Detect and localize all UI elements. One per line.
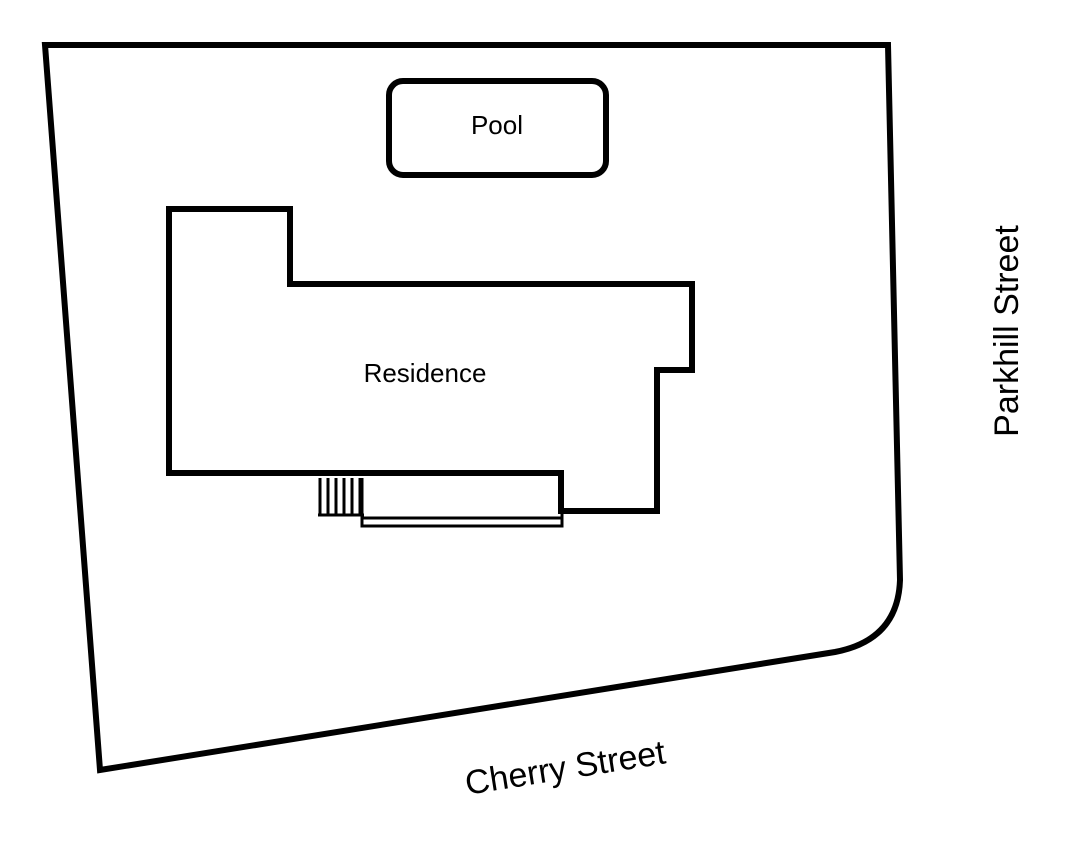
residence-outline bbox=[166, 206, 695, 514]
pool-outline bbox=[386, 78, 609, 178]
property-boundary bbox=[41, 42, 904, 774]
cherry-street-label: Cherry Street bbox=[462, 733, 668, 802]
parkhill-street-label: Parkhill Street bbox=[988, 225, 1026, 437]
pool-label: Pool bbox=[471, 110, 523, 140]
residence-label: Residence bbox=[364, 358, 487, 388]
porch-outline bbox=[360, 478, 564, 528]
steps bbox=[318, 478, 364, 517]
